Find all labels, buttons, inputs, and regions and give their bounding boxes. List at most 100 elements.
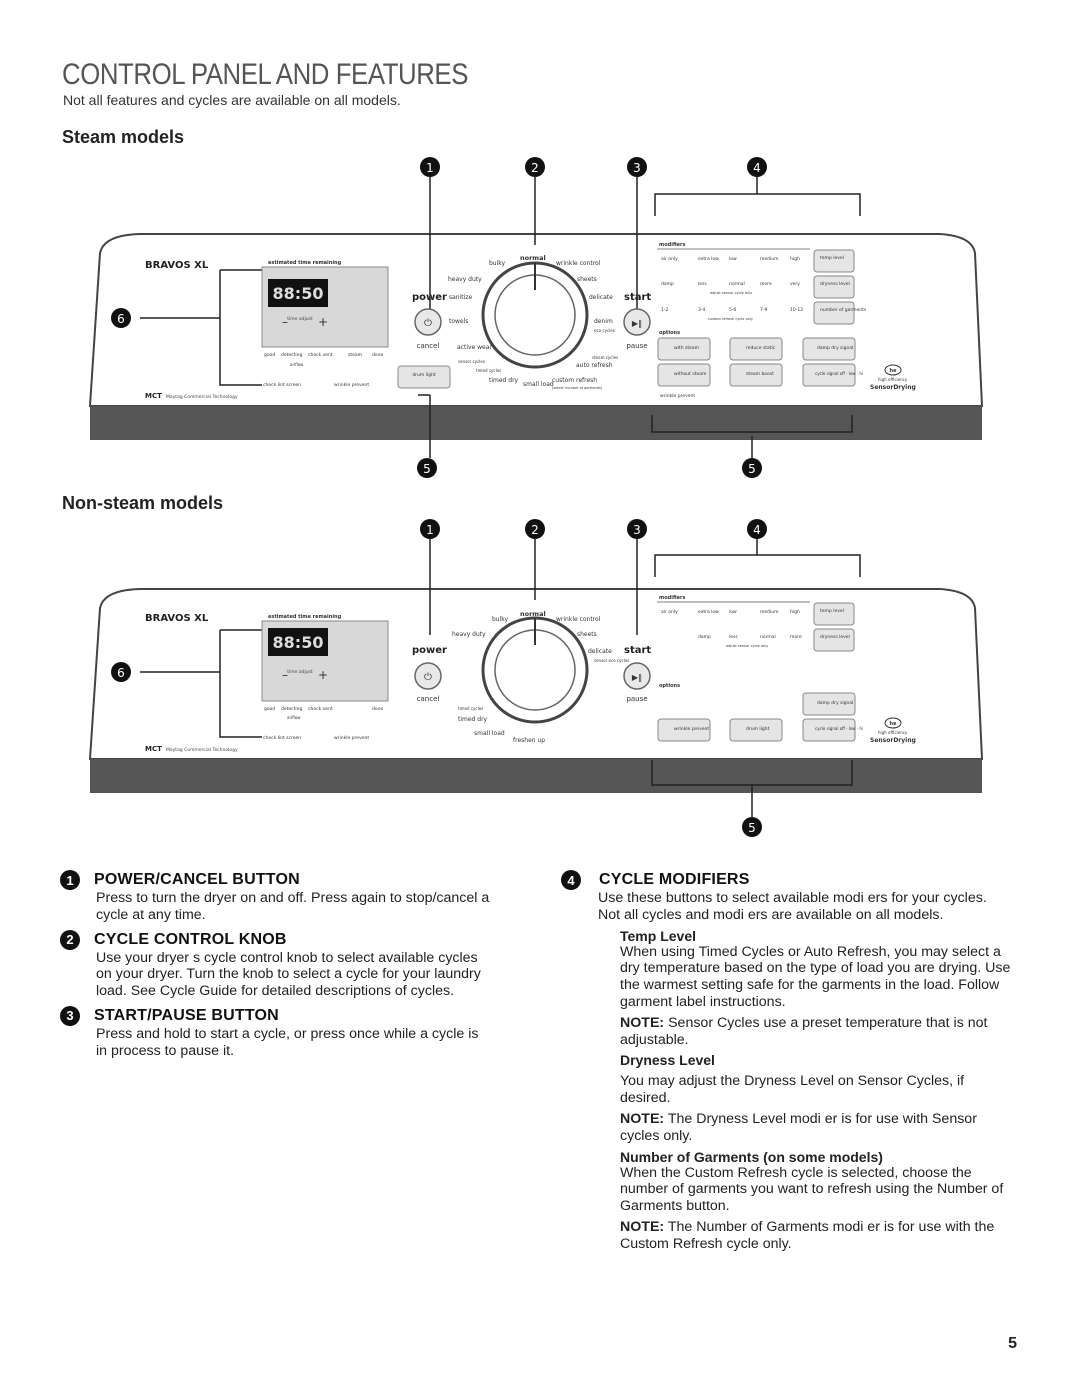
temp-level-text: When using Timed Cycles or Auto Refresh,… [620, 943, 1011, 1010]
steam-cancel: cancel [417, 342, 440, 350]
svg-text:normal: normal [729, 281, 745, 287]
steam-callout-5a: 5 [423, 462, 431, 476]
svg-text:88:50: 88:50 [273, 633, 324, 652]
svg-text:heavy duty: heavy duty [448, 276, 482, 283]
svg-text:without steam: without steam [674, 371, 706, 377]
svg-text:high efficiency: high efficiency [878, 377, 908, 382]
page-title: CONTROL PANEL AND FEATURES [62, 58, 469, 91]
svg-text:estimated time remaining: estimated time remaining [268, 614, 342, 620]
svg-text:wrinkle prevent: wrinkle prevent [660, 393, 695, 399]
svg-text:timed dry: timed dry [458, 716, 488, 723]
svg-text:normal: normal [760, 634, 776, 640]
svg-text:⏻: ⏻ [424, 672, 432, 683]
svg-text:bulky: bulky [492, 616, 509, 623]
svg-text:damp dry signal: damp dry signal [817, 700, 853, 706]
steam-drum-light-button [397, 365, 451, 389]
svg-text:wrinkle prevent: wrinkle prevent [674, 726, 709, 732]
callout-2: 2 [60, 929, 80, 950]
svg-text:–: – [282, 668, 288, 682]
svg-text:options: options [659, 330, 680, 336]
svg-text:2: 2 [531, 523, 539, 537]
svg-text:start: start [624, 645, 651, 656]
plus-icon: + [318, 315, 328, 329]
page-number: 5 [1008, 1335, 1017, 1352]
steam-display: 88:50 [273, 284, 324, 303]
svg-text:check vent: check vent [308, 706, 333, 712]
steam-callout-5b: 5 [748, 462, 756, 476]
svg-text:timed cycles: timed cycles [458, 706, 483, 711]
svg-text:air only: air only [661, 609, 678, 615]
steam-callout-3: 3 [633, 161, 641, 175]
svg-text:normal: normal [520, 610, 546, 618]
svg-text:SensorDrying: SensorDrying [870, 384, 916, 391]
svg-text:small load: small load [474, 730, 505, 737]
svg-text:detecting: detecting [281, 706, 302, 712]
svg-text:extra low: extra low [698, 256, 719, 262]
svg-text:airflow: airflow [287, 715, 301, 720]
svg-text:delicate: delicate [588, 648, 612, 655]
steam-est-time: estimated time remaining [268, 260, 342, 266]
svg-text:sheets: sheets [577, 276, 597, 283]
svg-text:air only: air only [661, 256, 678, 262]
callout-1: 1 [60, 870, 80, 890]
steam-callout-2: 2 [531, 161, 539, 175]
svg-text:number of garments: number of garments [820, 307, 867, 313]
callout-3: 3 [60, 1005, 80, 1026]
svg-text:custom refresh: custom refresh [552, 377, 597, 384]
svg-text:time adjust: time adjust [287, 669, 313, 675]
steam-callout-1: 1 [426, 161, 434, 175]
steam-power-label: power [412, 292, 447, 303]
dryness-level-text: You may adjust the Dryness Level on Sens… [620, 1073, 965, 1107]
svg-text:cycle signal off · low · hi: cycle signal off · low · hi [815, 371, 863, 376]
svg-text:adjust sensor cycle only: adjust sensor cycle only [710, 291, 752, 295]
svg-text:with steam: with steam [674, 345, 699, 351]
svg-text:6: 6 [117, 666, 125, 680]
steam-status-done: done [372, 352, 383, 358]
svg-text:eco cycles: eco cycles [594, 328, 615, 333]
knob-heading: CYCLE CONTROL KNOB [94, 930, 287, 948]
svg-text:steam cycles: steam cycles [592, 355, 618, 360]
modifiers-heading: CYCLE MODIFIERS [599, 871, 750, 888]
knob-text: Use your dryer s cycle control knob to s… [96, 949, 481, 1000]
temp-level-heading: Temp Level [620, 927, 696, 944]
svg-text:more: more [790, 634, 802, 640]
svg-text:MCT: MCT [145, 745, 162, 753]
svg-text:denim: denim [594, 318, 613, 325]
start-pause-heading: START/PAUSE BUTTON [94, 1006, 279, 1024]
nonsteam-models-heading: Non-steam models [62, 493, 224, 513]
svg-text:low: low [729, 609, 737, 615]
svg-text:high efficiency: high efficiency [878, 730, 908, 735]
svg-text:options: options [659, 683, 680, 689]
svg-text:+: + [318, 668, 328, 682]
left-column: 1 POWER/CANCEL BUTTON Press to turn the … [60, 870, 500, 1060]
svg-text:dryness level: dryness level [820, 634, 850, 640]
steam-mct-text: Maytag Commercial Technology [166, 394, 238, 400]
svg-text:▶‖: ▶‖ [632, 673, 642, 682]
steam-start-label: start [624, 292, 651, 303]
svg-text:(select number of garments): (select number of garments) [552, 386, 603, 390]
nonsteam-control-panel-diagram: 1 2 3 4 5 6 BRAVOS XL estimated time rem… [88, 519, 984, 837]
svg-text:normal: normal [520, 254, 546, 262]
svg-text:he: he [890, 368, 898, 374]
power-cancel-heading: POWER/CANCEL BUTTON [94, 871, 300, 888]
svg-text:medium: medium [760, 609, 779, 615]
svg-text:Maytag Commercial Technology: Maytag Commercial Technology [166, 747, 238, 753]
svg-text:reduce static: reduce static [746, 345, 776, 351]
svg-text:active wear: active wear [457, 344, 492, 351]
svg-text:steam boost: steam boost [746, 371, 774, 377]
svg-text:low: low [729, 256, 737, 262]
steam-callout-4: 4 [753, 161, 761, 175]
svg-text:1: 1 [426, 523, 434, 537]
svg-text:dryness level: dryness level [820, 281, 850, 287]
steam-control-panel-diagram: 1 2 3 4 5 5 6 BRAVOS XL estimated time r… [88, 157, 984, 478]
steam-drum-light: drum light [412, 372, 436, 378]
svg-text:temp level: temp level [820, 608, 844, 614]
dryness-level-note: NOTE: The Dryness Level modi er is for u… [620, 1110, 977, 1144]
svg-text:power: power [412, 645, 447, 656]
steam-callouts: 1 2 3 4 5 5 6 [111, 157, 767, 478]
svg-text:damp: damp [661, 281, 674, 287]
svg-text:auto refresh: auto refresh [576, 362, 613, 369]
steam-mct: MCT [145, 392, 162, 400]
svg-text:3-4: 3-4 [698, 307, 705, 313]
svg-text:bulky: bulky [489, 260, 506, 267]
